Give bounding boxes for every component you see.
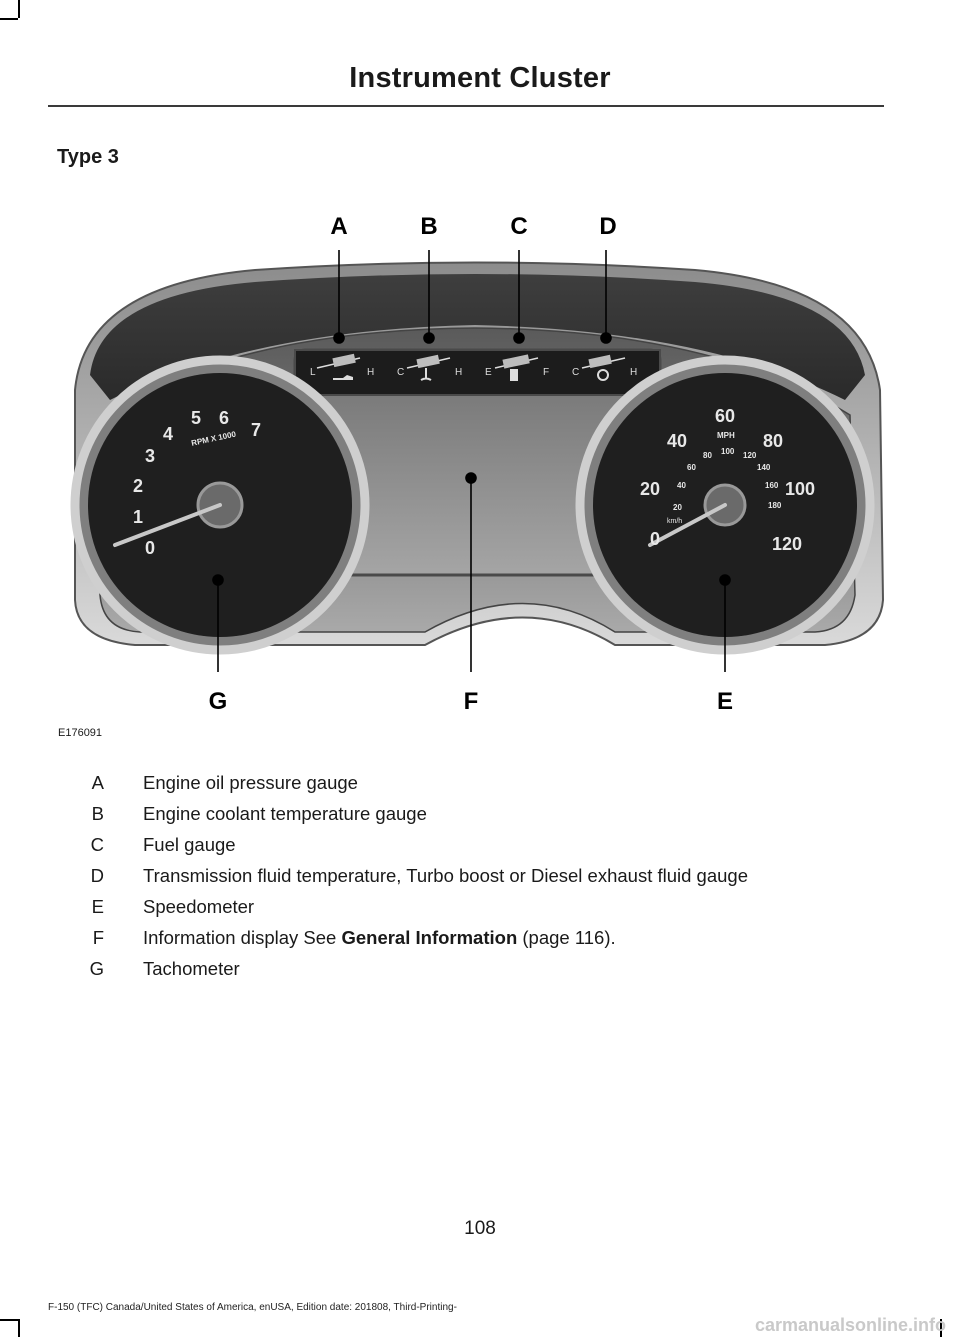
mph-number: 60 xyxy=(715,406,735,426)
transmission-gear-icon xyxy=(597,369,609,381)
kmh-number: 100 xyxy=(721,447,735,456)
watermark: carmanualsonline.info xyxy=(754,1315,946,1335)
coolant-temperature-gauge: C H xyxy=(397,354,462,381)
legend-key: G xyxy=(89,958,104,979)
tach-number: 3 xyxy=(145,446,155,466)
kmh-number: 160 xyxy=(765,481,779,490)
page-title: Instrument Cluster xyxy=(349,62,611,94)
legend-description: Information display See General Informat… xyxy=(143,927,616,949)
page-number: 108 xyxy=(464,1218,496,1239)
fuel-gauge: E F xyxy=(485,354,549,381)
mph-number: 80 xyxy=(763,431,783,451)
tachometer-dial: 0 1 2 3 4 5 6 7 RPM X 1000 xyxy=(70,355,370,655)
cluster-visor xyxy=(90,274,865,400)
fuel-pump-icon xyxy=(510,369,518,381)
legend-item: G Tachometer xyxy=(0,958,960,989)
tach-number: 7 xyxy=(251,420,261,440)
gauge-low-label: C xyxy=(572,367,579,378)
kmh-number: 20 xyxy=(673,503,682,512)
legend-item: B Engine coolant temperature gauge xyxy=(0,803,960,834)
tachometer-needle xyxy=(113,503,222,547)
cross-reference-link[interactable]: General Information xyxy=(341,927,518,948)
crop-mark xyxy=(0,18,18,20)
legend-description: Engine coolant temperature gauge xyxy=(143,803,427,824)
tach-number: 5 xyxy=(191,408,201,428)
mph-number: 0 xyxy=(650,529,660,549)
gauge-high-label: F xyxy=(543,367,549,378)
footer-edition: F-150 (TFC) Canada/United States of Amer… xyxy=(48,1302,457,1313)
callout-label-d: D xyxy=(599,213,616,240)
kmh-number: 120 xyxy=(743,451,757,460)
tach-number: 4 xyxy=(163,424,173,444)
legend-key: B xyxy=(91,803,104,824)
oil-can-icon xyxy=(333,375,353,380)
callout-label-g: G xyxy=(209,688,228,715)
callout-label-b: B xyxy=(420,213,437,240)
figure-id: E176091 xyxy=(58,727,103,739)
kmh-number: 140 xyxy=(757,463,771,472)
crop-mark xyxy=(18,1319,20,1337)
legend-item: F Information display See General Inform… xyxy=(0,927,960,958)
instrument-cluster-figure: L H C H E F C H 6 5 M4 3 2 1 xyxy=(70,213,885,715)
tach-number: 0 xyxy=(145,538,155,558)
speedometer-dial: 0 20 40 60 80 100 120 MPH 20 40 60 80 10… xyxy=(575,355,875,655)
transmission-temperature-gauge: C H xyxy=(572,354,637,381)
tach-number: 6 xyxy=(219,408,229,428)
gauge-low-label: E xyxy=(485,367,492,378)
legend-key: A xyxy=(91,772,104,793)
legend-text: Information display See xyxy=(143,927,342,948)
legend-item: C Fuel gauge xyxy=(0,834,960,865)
gauge-high-label: H xyxy=(367,367,374,378)
kmh-number: 80 xyxy=(703,451,712,460)
kmh-number: 180 xyxy=(768,501,782,510)
tach-number: 1 xyxy=(133,507,143,527)
page-reference: (page 116). xyxy=(517,927,616,948)
legend-key: F xyxy=(92,927,104,948)
kmh-number: 60 xyxy=(687,463,696,472)
mph-unit: MPH xyxy=(717,431,735,440)
gauge-high-label: H xyxy=(630,367,637,378)
crop-mark xyxy=(0,1319,18,1321)
gauge-high-label: H xyxy=(455,367,462,378)
legend-key: C xyxy=(90,834,104,855)
crop-mark xyxy=(18,0,20,18)
callout-label-c: C xyxy=(510,213,527,240)
mph-number: 20 xyxy=(640,479,660,499)
title-divider xyxy=(48,105,884,107)
legend-description: Transmission fluid temperature, Turbo bo… xyxy=(143,865,748,886)
legend-item: A Engine oil pressure gauge xyxy=(0,772,960,803)
legend-description: Speedometer xyxy=(143,896,255,917)
mph-number: 100 xyxy=(785,479,815,499)
oil-pressure-gauge: L H xyxy=(310,353,374,380)
crop-mark xyxy=(940,1319,942,1337)
legend-description: Fuel gauge xyxy=(143,834,236,855)
mph-number: 40 xyxy=(667,431,687,451)
kmh-number: 40 xyxy=(677,481,686,490)
legend-key: E xyxy=(91,896,104,917)
callout-label-a: A xyxy=(330,213,347,240)
mph-number: 120 xyxy=(772,534,802,554)
section-heading: Type 3 xyxy=(57,146,119,168)
callout-label-f: F xyxy=(464,688,479,715)
callout-label-e: E xyxy=(717,688,733,715)
speedometer-needle xyxy=(648,503,727,547)
legend-key: D xyxy=(90,865,104,886)
legend-item: E Speedometer xyxy=(0,896,960,927)
legend-list: A Engine oil pressure gauge B Engine coo… xyxy=(0,772,960,989)
legend-item: D Transmission fluid temperature, Turbo … xyxy=(0,865,960,896)
gauge-low-label: C xyxy=(397,367,404,378)
tach-number: 2 xyxy=(133,476,143,496)
legend-description: Engine oil pressure gauge xyxy=(143,772,358,793)
kmh-unit: km/h xyxy=(667,518,682,525)
legend-description: Tachometer xyxy=(143,958,240,979)
coolant-thermometer-icon xyxy=(420,368,432,381)
gauge-low-label: L xyxy=(310,367,316,378)
